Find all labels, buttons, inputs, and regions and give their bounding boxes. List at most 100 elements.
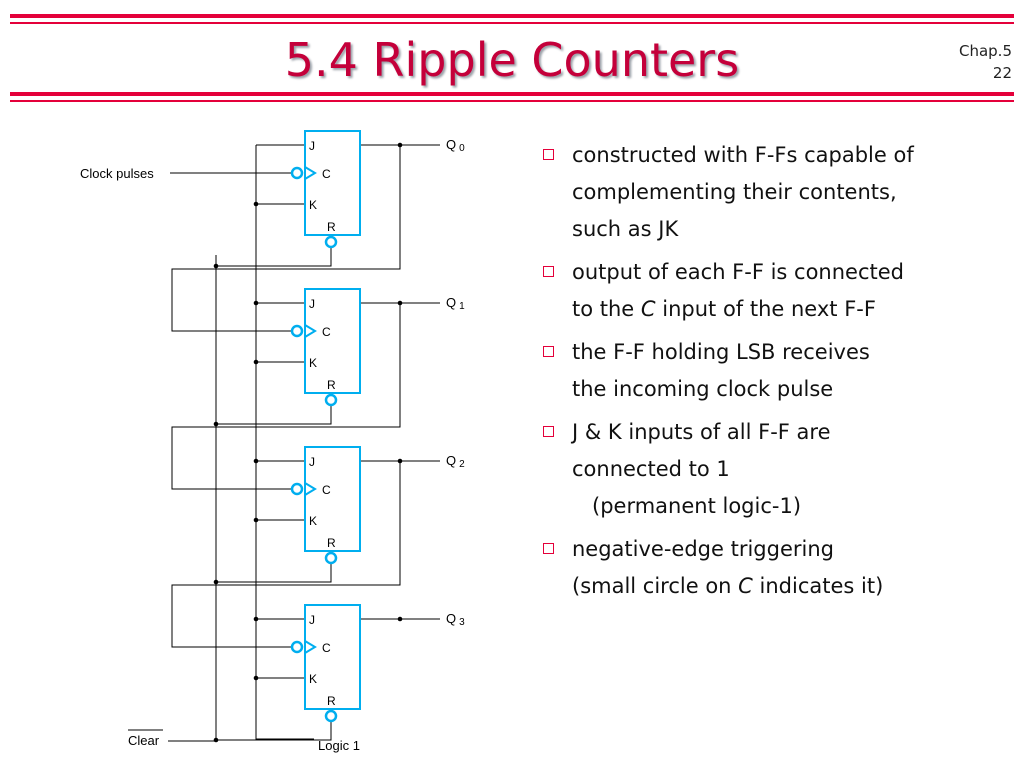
bullet-line: the F-F holding LSB receives xyxy=(572,340,870,364)
ff2-pin-c: C xyxy=(322,483,331,497)
bullet-line: complementing their contents, xyxy=(572,180,897,204)
ff3-negative-edge-bubble xyxy=(290,640,304,654)
ff1-box xyxy=(304,288,361,394)
bullet-item: negative-edge triggering (small circle on… xyxy=(540,531,1010,605)
line-text: to the xyxy=(572,297,641,321)
ff0-clock-triangle xyxy=(304,166,317,180)
italic-term: C xyxy=(738,574,753,598)
page-number: 22 xyxy=(992,64,1012,82)
ff0-pin-j: J xyxy=(309,139,315,153)
bullet-line: (permanent logic-1) xyxy=(592,494,802,518)
ff1-ripple-wire xyxy=(171,303,401,490)
ff3-clear-junction xyxy=(213,737,219,743)
ff3-j-junction xyxy=(253,616,259,622)
ff0-ripple-wire xyxy=(171,145,401,332)
ff0-reset-wire xyxy=(216,247,332,267)
clear-label: Clear xyxy=(128,733,160,748)
header-rule-top-thin xyxy=(10,22,1014,24)
logic-1-bus xyxy=(255,145,314,740)
header-rule-bottom xyxy=(10,92,1014,96)
line-text: indicates it) xyxy=(752,574,884,598)
bullet-item: constructed with F-Fs capable of compleme… xyxy=(540,137,1010,248)
output-letter: Q xyxy=(446,453,456,468)
ff1-pin-r: R xyxy=(327,378,336,392)
ff0-pin-c: C xyxy=(322,167,331,181)
chapter-name: Chap.5 xyxy=(958,42,1012,60)
ff1-reset-wire xyxy=(216,405,332,425)
square-bullet-icon xyxy=(543,543,554,554)
ff1-reset-bubble xyxy=(324,393,338,407)
ff1-clock-triangle xyxy=(304,324,317,338)
ff0-clear-junction xyxy=(213,263,219,269)
ff3-pin-k: K xyxy=(309,672,317,686)
bullet-line: the incoming clock pulse xyxy=(572,377,834,401)
slide-title: 5.4 Ripple Counters xyxy=(284,33,740,87)
ff3-clock-triangle xyxy=(304,640,317,654)
ff2-reset-wire xyxy=(216,563,332,583)
ff1-pin-c: C xyxy=(322,325,331,339)
ff3-q-junction xyxy=(397,616,403,622)
output-index: 2 xyxy=(459,459,465,470)
ff2-negative-edge-bubble xyxy=(290,482,304,496)
ff1-j-junction xyxy=(253,300,259,306)
ff0-q-junction xyxy=(397,142,403,148)
ff1-q-junction xyxy=(397,300,403,306)
ff1-k-junction xyxy=(253,359,259,365)
ff2-k-junction xyxy=(253,517,259,523)
ff3-pin-c: C xyxy=(322,641,331,655)
clear-bus xyxy=(168,255,217,742)
ff3-pin-r: R xyxy=(327,694,336,708)
ff0-k-junction xyxy=(253,201,259,207)
bullet-line: negative-edge triggering xyxy=(572,537,834,561)
square-bullet-icon xyxy=(543,426,554,437)
ff0-box xyxy=(304,130,361,236)
square-bullet-icon xyxy=(543,149,554,160)
ff1-clear-junction xyxy=(213,421,219,427)
ff3-k-junction xyxy=(253,675,259,681)
ff2-ripple-wire xyxy=(171,461,401,648)
bullet-line: output of each F-F is connected xyxy=(572,260,905,284)
logic-1-label: Logic 1 xyxy=(318,738,360,753)
output-letter: Q xyxy=(446,295,456,310)
ff2-j-junction xyxy=(253,458,259,464)
ff1-pin-j: J xyxy=(309,297,315,311)
bullet-line: to the C input of the next F-F xyxy=(572,291,1010,328)
bullet-line: J & K inputs of all F-F are xyxy=(572,420,831,444)
bullet-item: output of each F-F is connected to the C … xyxy=(540,254,1010,328)
ff0-pin-k: K xyxy=(309,198,317,212)
bullet-list: constructed with F-Fs capable of compleme… xyxy=(540,137,1010,611)
ff2-pin-j: J xyxy=(309,455,315,469)
header-rule-bottom-thin xyxy=(10,100,1014,102)
clock-pulses-label: Clock pulses xyxy=(80,166,154,181)
ff2-pin-r: R xyxy=(327,536,336,550)
italic-term: C xyxy=(640,297,656,321)
ff1-negative-edge-bubble xyxy=(290,324,304,338)
ff2-clear-junction xyxy=(213,579,219,585)
square-bullet-icon xyxy=(543,266,554,277)
ff3-pin-j: J xyxy=(309,613,315,627)
bullet-line: constructed with F-Fs capable of xyxy=(572,143,914,167)
circuit-labels: Clock pulses Clear Logic 1 xyxy=(80,166,360,753)
ff0-pin-r: R xyxy=(327,220,336,234)
output-letter: Q xyxy=(446,611,456,626)
ff1-pin-k: K xyxy=(309,356,317,370)
ff0-negative-edge-bubble xyxy=(290,166,304,180)
output-index: 3 xyxy=(459,617,465,628)
ff3-box xyxy=(304,604,361,710)
header-rule-top xyxy=(10,14,1014,18)
ff2-reset-bubble xyxy=(324,551,338,565)
bullet-line: (small circle on C indicates it) xyxy=(572,568,1010,605)
output-index: 0 xyxy=(459,143,465,154)
ff2-clock-triangle xyxy=(304,482,317,496)
bullet-item: the F-F holding LSB receives the incoming… xyxy=(540,334,1010,408)
circuit-wires xyxy=(168,144,440,742)
junction-dots xyxy=(213,142,403,743)
